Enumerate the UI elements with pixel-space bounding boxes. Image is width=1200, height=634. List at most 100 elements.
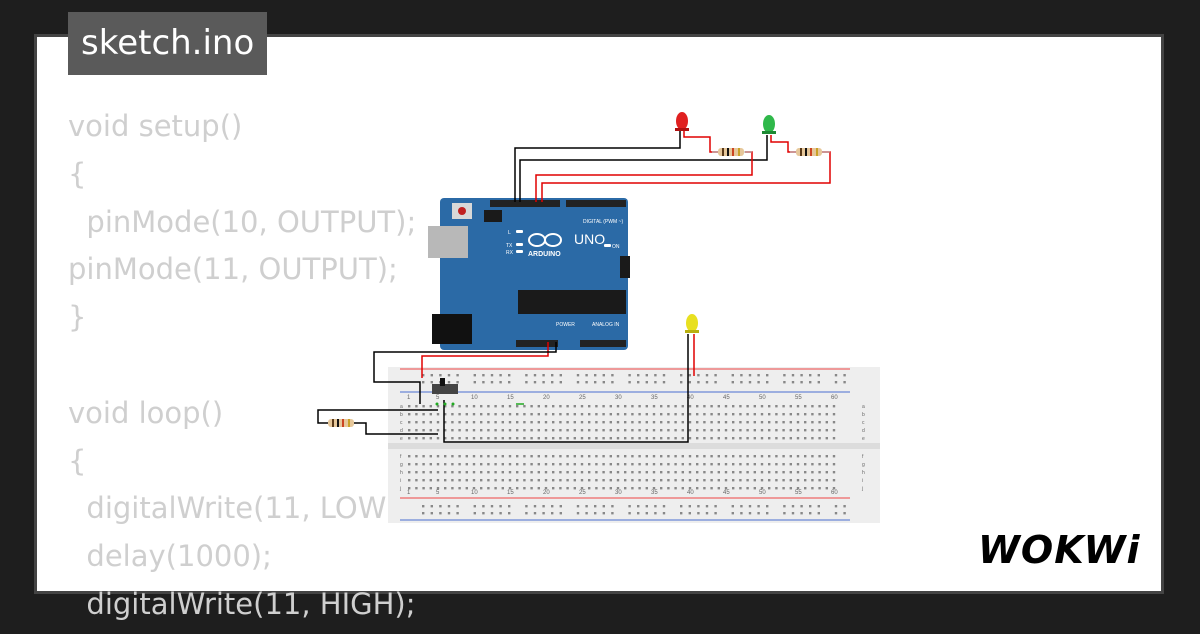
- slide-switch[interactable]: [432, 378, 458, 406]
- column-number: 30: [615, 395, 622, 401]
- column-number: 35: [651, 395, 658, 401]
- wire-yellow-led-cathode: [443, 334, 689, 443]
- wire-green-led-resistor: [770, 135, 797, 153]
- column-number: 10: [471, 490, 478, 496]
- led-on-indicator: [604, 244, 611, 247]
- led-tx-indicator: [516, 243, 523, 246]
- label-on: ON: [612, 244, 620, 250]
- code-line: digitalWrite(11, HIGH);: [68, 586, 416, 621]
- column-number: 55: [795, 490, 802, 496]
- led-green[interactable]: [762, 115, 776, 134]
- label-arduino: ARDUINO: [528, 251, 561, 258]
- row-letter: i: [400, 478, 401, 484]
- row-letter: b: [400, 412, 403, 418]
- column-number: 1: [407, 490, 411, 496]
- code-line: }: [68, 300, 87, 335]
- resistor-red-led: [712, 148, 752, 156]
- column-number: 15: [507, 490, 514, 496]
- digital-header: [490, 200, 560, 207]
- wire-gnd-switch: [373, 342, 557, 404]
- column-number: 1: [407, 395, 411, 401]
- label-digital: DIGITAL (PWM ~): [583, 219, 623, 225]
- breadboard-row-letters: a b c d e f g h i j a b c d e f g h i j: [399, 404, 865, 492]
- column-number: 20: [543, 490, 550, 496]
- label-analog: ANALOG IN: [592, 322, 620, 328]
- led-yellow[interactable]: [685, 314, 699, 333]
- row-letter: j: [399, 486, 401, 492]
- column-number: 55: [795, 395, 802, 401]
- column-number: 25: [579, 490, 586, 496]
- resistor-green-led: [790, 148, 830, 156]
- row-letter: f: [862, 454, 864, 460]
- label-l: L: [508, 230, 511, 236]
- row-letter: g: [862, 462, 865, 468]
- row-letter: j: [861, 486, 863, 492]
- row-letter: g: [400, 462, 403, 468]
- row-letter: b: [862, 412, 865, 418]
- row-letter: d: [400, 428, 403, 434]
- led-red[interactable]: [675, 112, 689, 131]
- analog-header: [580, 340, 626, 347]
- digital-header: [566, 200, 626, 207]
- column-number: 35: [651, 490, 658, 496]
- breadboard-divider: [388, 443, 880, 449]
- row-letter: e: [862, 436, 865, 442]
- code-line: {: [68, 156, 87, 191]
- row-letter: c: [400, 420, 403, 426]
- wokwi-logo: WOKWi: [978, 528, 1141, 572]
- wire-5v: [421, 342, 549, 378]
- row-letter: h: [400, 470, 403, 476]
- row-letter: a: [862, 404, 865, 410]
- row-letter: e: [400, 436, 403, 442]
- column-number: 60: [831, 490, 838, 496]
- led-rx-indicator: [516, 250, 523, 253]
- label-power: POWER: [556, 322, 575, 328]
- wire-gnd-green-led: [519, 135, 768, 202]
- label-tx: TX: [506, 243, 513, 249]
- row-letter: i: [862, 478, 863, 484]
- label-uno: UNO: [574, 231, 605, 247]
- power-jack: [432, 314, 472, 344]
- row-letter: c: [862, 420, 865, 426]
- breadboard-holes: [408, 374, 846, 515]
- code-line: void loop(): [68, 395, 224, 430]
- atmega-chip: [518, 290, 626, 314]
- wire-resistor-left: [317, 409, 438, 424]
- column-number: 50: [759, 490, 766, 496]
- row-letter: f: [400, 454, 402, 460]
- column-number: 40: [687, 395, 694, 401]
- arduino-uno-board[interactable]: DIGITAL (PWM ~) UNO ARDUINO ON L TX RX P…: [428, 198, 630, 350]
- column-number: 45: [723, 395, 730, 401]
- file-tab[interactable]: sketch.ino: [68, 12, 268, 75]
- label-rx: RX: [506, 250, 514, 256]
- icsp-header: [484, 210, 502, 222]
- wire-resistor-right: [354, 422, 438, 435]
- circuit-diagram: 1 5 10 15 20 25 30 35 40 45 50 55 60 1 5…: [317, 112, 880, 523]
- led-l-indicator: [516, 230, 523, 233]
- column-number: 10: [471, 395, 478, 401]
- row-letter: h: [862, 470, 865, 476]
- breadboard-column-numbers: 1 5 10 15 20 25 30 35 40 45 50 55 60 1 5…: [407, 395, 838, 496]
- wire-red-led-resistor: [683, 130, 720, 153]
- column-number: 60: [831, 395, 838, 401]
- column-number: 30: [615, 490, 622, 496]
- column-number: 40: [687, 490, 694, 496]
- code-line: delay(1000);: [68, 539, 272, 574]
- arduino-logo-icon: [528, 233, 562, 247]
- usb-port: [428, 226, 468, 258]
- column-number: 50: [759, 395, 766, 401]
- column-number: 5: [436, 490, 440, 496]
- icsp-header-2: [620, 256, 630, 278]
- column-number: 15: [507, 395, 514, 401]
- power-header: [516, 340, 558, 347]
- row-letter: a: [400, 404, 403, 410]
- code-line: void setup(): [68, 109, 243, 143]
- column-number: 45: [723, 490, 730, 496]
- code-line: pinMode(11, OUTPUT);: [68, 252, 398, 287]
- column-number: 5: [436, 395, 440, 401]
- row-letter: d: [862, 428, 865, 434]
- column-number: 25: [579, 395, 586, 401]
- wire-gnd-red-led: [514, 130, 681, 202]
- reset-button-cap: [458, 207, 466, 215]
- code-line: pinMode(10, OUTPUT);: [68, 204, 417, 239]
